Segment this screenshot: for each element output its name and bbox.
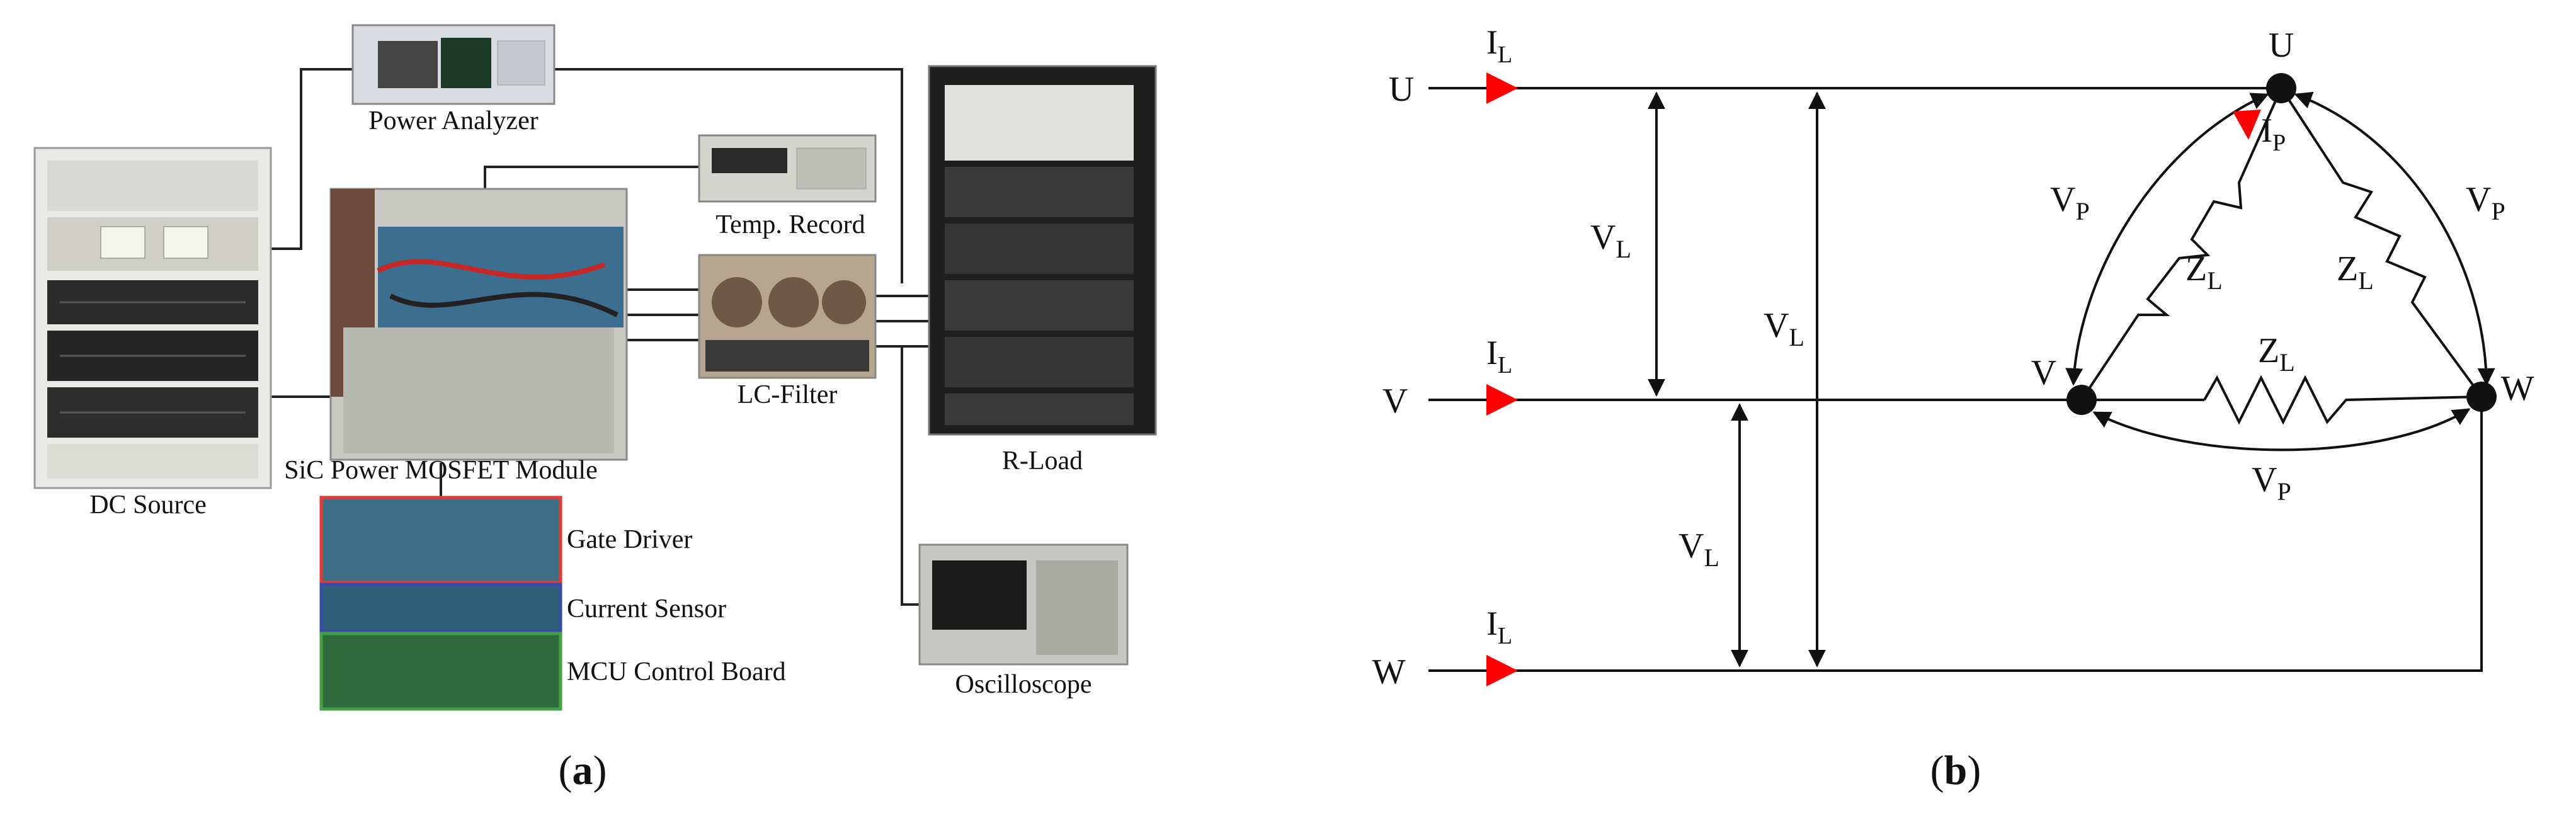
node-v-label: V <box>2031 353 2056 392</box>
il-v-label: IL <box>1486 334 1512 378</box>
node-w-label: W <box>2501 369 2534 408</box>
power-analyzer-photo <box>351 24 556 105</box>
r-load-photo <box>928 65 1157 436</box>
panel-b-current-arrows <box>1486 72 2261 686</box>
gate-driver-photo <box>321 497 561 582</box>
power-analyzer-label: Power Analyzer <box>368 106 538 135</box>
line-w-label: W <box>1372 652 1406 691</box>
node-u <box>2266 73 2296 103</box>
vp-uv-label: VP <box>2050 180 2090 225</box>
mcu-box <box>319 632 562 711</box>
line-u-label: U <box>1389 70 1414 109</box>
vl-uv-label: VL <box>1590 218 1631 263</box>
node-w <box>2466 382 2497 412</box>
panel-a: DC Source Power Analyzer SiC Power MOSFE… <box>33 24 1157 793</box>
current-sensor-label: Current Sensor <box>567 594 726 623</box>
oscilloscope-label: Oscilloscope <box>955 670 1092 699</box>
panel-b-wires <box>1428 87 2483 672</box>
il-u-label: IL <box>1486 23 1512 68</box>
vl-uw-label: VL <box>1764 306 1804 351</box>
il-w-label: IL <box>1486 605 1512 649</box>
ip-label: IP <box>2261 111 2286 156</box>
dc-source-photo <box>33 147 272 489</box>
zl-uv-label: ZL <box>2186 249 2223 295</box>
dc-source-label: DC Source <box>89 491 206 520</box>
delta-vw-resistor <box>2203 375 2482 425</box>
panel-a-caption: (a) <box>559 747 607 793</box>
vp-uw-arc <box>2294 91 2495 386</box>
board-stack-photo <box>319 496 562 711</box>
delta-uv-resistor <box>2080 88 2282 401</box>
lc-filter-label: LC-Filter <box>738 380 838 409</box>
il-u-arrow <box>1486 72 1518 104</box>
vp-uv-arc <box>2065 93 2269 386</box>
zl-vw-label: ZL <box>2258 331 2295 377</box>
mcu-photo <box>321 633 561 709</box>
gate-driver-box <box>319 496 562 584</box>
panel-b-caption-letter: b <box>1944 747 1968 793</box>
sic-module-photo <box>329 188 628 461</box>
lc-filter-photo <box>698 254 877 379</box>
current-sensor-photo <box>321 584 561 632</box>
panel-a-wires <box>271 68 929 606</box>
temp-record-label: Temp. Record <box>715 210 865 239</box>
current-sensor-box <box>319 582 562 633</box>
vp-vw-arc <box>2092 408 2471 452</box>
line-w-wire <box>1428 397 2483 672</box>
panel-b: U V W IL IL IL IP VL VL VL VP VP VP ZL Z… <box>1372 23 2534 793</box>
vl-vw-label: VL <box>1678 526 1719 572</box>
node-u-label: U <box>2269 26 2294 65</box>
node-v <box>2066 385 2097 415</box>
mcu-board-label: MCU Control Board <box>567 657 786 686</box>
vp-vw-label: VP <box>2252 460 2291 506</box>
ip-arrow <box>2233 110 2261 140</box>
panel-a-caption-letter: a <box>573 747 593 793</box>
r-load-label: R-Load <box>1002 446 1083 475</box>
il-v-arrow <box>1486 384 1518 416</box>
temp-record-photo <box>698 134 877 203</box>
oscilloscope-photo <box>918 543 1129 666</box>
panel-b-voltage-arrows <box>1648 91 2495 667</box>
line-v-label: V <box>1382 382 1408 421</box>
panel-b-caption: (b) <box>1930 747 1981 793</box>
vp-uw-label: VP <box>2466 180 2505 225</box>
il-w-arrow <box>1486 655 1518 686</box>
zl-uw-label: ZL <box>2337 249 2374 295</box>
sic-module-label: SiC Power MOSFET Module <box>284 456 597 485</box>
gate-driver-label: Gate Driver <box>567 525 692 554</box>
